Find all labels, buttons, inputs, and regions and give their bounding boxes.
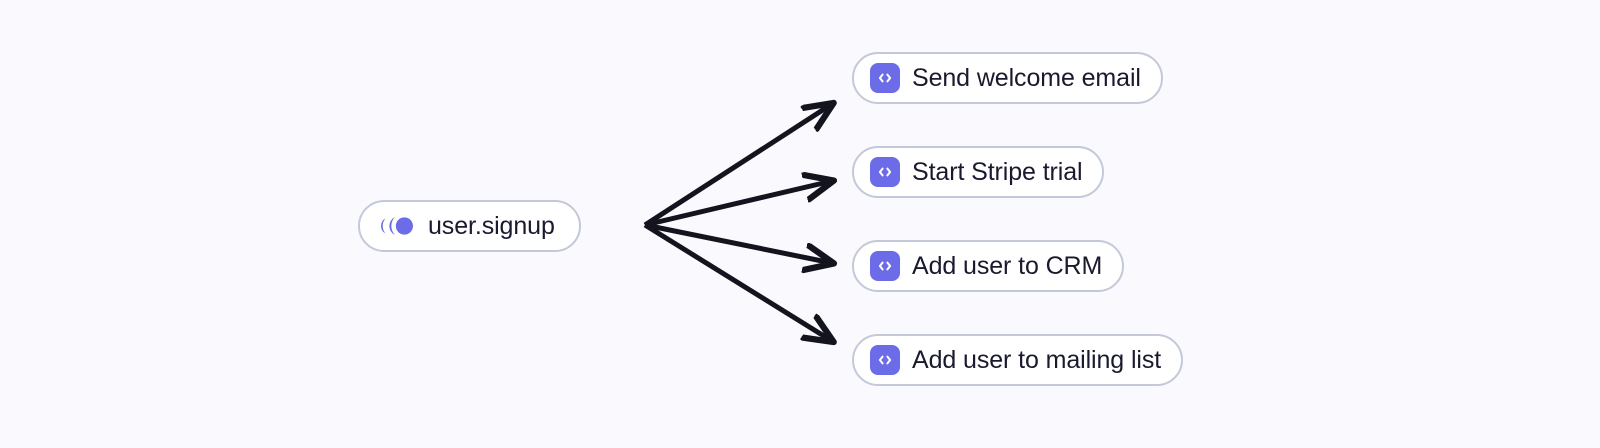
- edge-group: [643, 104, 832, 341]
- edge-arrow: [643, 104, 832, 228]
- action-node-label: Add user to mailing list: [912, 345, 1162, 374]
- action-node[interactable]: Add user to CRM: [852, 240, 1125, 292]
- action-node-label: Send welcome email: [912, 63, 1141, 92]
- edge-arrow: [644, 181, 832, 228]
- action-node-label: Start Stripe trial: [912, 157, 1083, 186]
- code-brackets-icon: [870, 63, 900, 93]
- code-brackets-icon: [870, 157, 900, 187]
- event-node-label: user.signup: [428, 211, 555, 240]
- event-node-user-signup[interactable]: user.signup: [358, 200, 581, 252]
- action-node[interactable]: Add user to mailing list: [852, 334, 1184, 386]
- action-node[interactable]: Start Stripe trial: [852, 146, 1105, 198]
- action-node-label: Add user to CRM: [912, 251, 1103, 280]
- edge-arrow: [644, 222, 832, 263]
- code-brackets-icon: [870, 251, 900, 281]
- broadcast-icon: [380, 215, 414, 237]
- code-brackets-icon: [870, 345, 900, 375]
- action-node[interactable]: Send welcome email: [852, 52, 1163, 104]
- edge-arrow: [643, 222, 832, 341]
